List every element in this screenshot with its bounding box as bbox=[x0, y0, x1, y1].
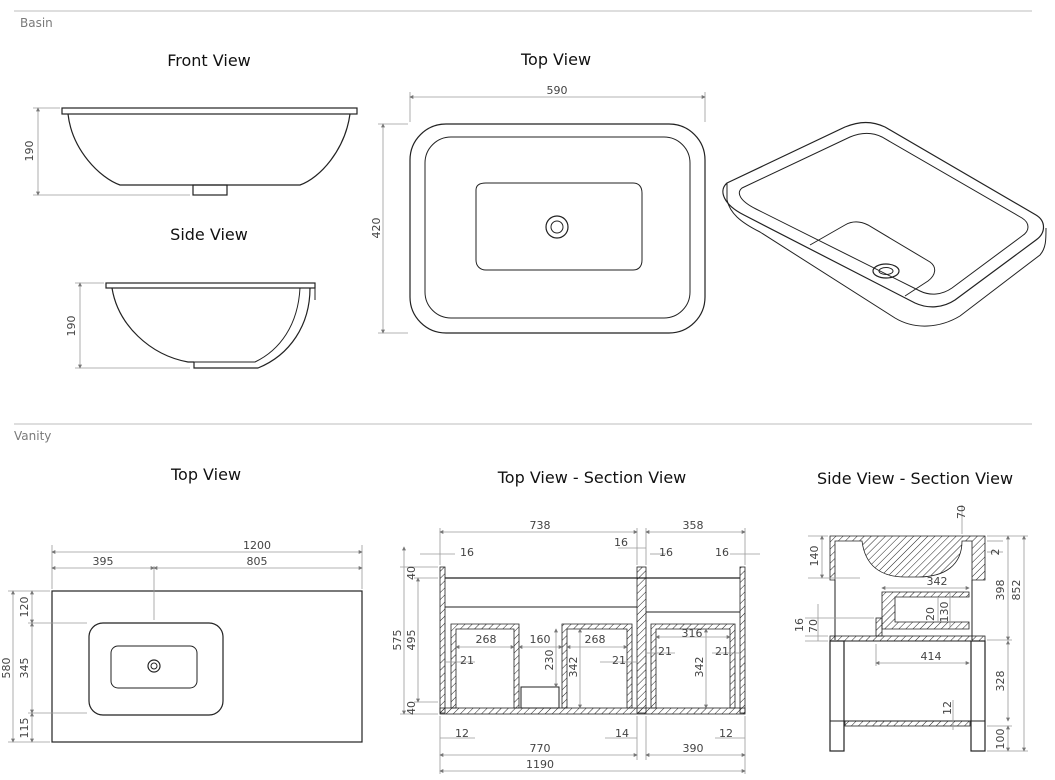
top-section-view-title: Top View - Section View bbox=[497, 468, 687, 487]
dim-side-398: 398 bbox=[994, 580, 1007, 601]
dim-12-a: 12 bbox=[455, 727, 469, 740]
dim-side-100: 100 bbox=[994, 729, 1007, 750]
vanity-side-section-view: Side View - Section View 70 140 2 398 85… bbox=[793, 469, 1028, 752]
dim-vanity-left: 395 bbox=[93, 555, 114, 568]
dim-vanity-d2: 345 bbox=[18, 658, 31, 679]
dim-side-12: 12 bbox=[941, 701, 954, 715]
dim-side-20: 20 bbox=[924, 607, 937, 621]
basin-side-view: Side View 190 bbox=[65, 225, 316, 369]
dim-side-2: 2 bbox=[989, 549, 1002, 556]
basin-top-view: Top View 590 420 bbox=[370, 50, 706, 334]
side-view-title: Side View bbox=[170, 225, 248, 244]
dim-top-height: 420 bbox=[370, 218, 383, 239]
dim-front-height: 190 bbox=[23, 141, 36, 162]
side-section-view-title: Side View - Section View bbox=[817, 469, 1013, 488]
dim-575: 575 bbox=[391, 630, 404, 651]
dim-21-d: 21 bbox=[715, 645, 729, 658]
dim-316: 316 bbox=[682, 627, 703, 640]
dim-1190: 1190 bbox=[526, 758, 554, 771]
dim-side-height: 190 bbox=[65, 316, 78, 337]
section-label-vanity: Vanity bbox=[14, 429, 51, 443]
dim-side-70-b: 70 bbox=[807, 619, 820, 633]
front-view-title: Front View bbox=[167, 51, 251, 70]
dim-vanity-width: 1200 bbox=[243, 539, 271, 552]
basin-isometric-view bbox=[722, 121, 1047, 327]
dim-16-b: 16 bbox=[614, 536, 628, 549]
dim-21-a: 21 bbox=[460, 654, 474, 667]
dim-268-a: 268 bbox=[476, 633, 497, 646]
dim-side-414: 414 bbox=[921, 650, 942, 663]
section-label-basin: Basin bbox=[20, 16, 53, 30]
dim-side-342: 342 bbox=[927, 575, 948, 588]
dim-vanity-right: 805 bbox=[247, 555, 268, 568]
top-view-title: Top View bbox=[520, 50, 591, 69]
dim-14: 14 bbox=[615, 727, 629, 740]
dim-top-width: 590 bbox=[547, 84, 568, 97]
dim-side-130: 130 bbox=[938, 602, 951, 623]
dim-side-16: 16 bbox=[793, 618, 806, 632]
dim-358: 358 bbox=[683, 519, 704, 532]
dim-vanity-d3: 115 bbox=[18, 718, 31, 739]
dim-side-328: 328 bbox=[994, 671, 1007, 692]
dim-21-c: 21 bbox=[658, 645, 672, 658]
dim-side-140: 140 bbox=[808, 546, 821, 567]
dim-738: 738 bbox=[530, 519, 551, 532]
dim-268-b: 268 bbox=[585, 633, 606, 646]
dim-40-a: 40 bbox=[405, 566, 418, 580]
dim-side-852: 852 bbox=[1010, 580, 1023, 601]
dim-12-b: 12 bbox=[719, 727, 733, 740]
dim-16-d: 16 bbox=[715, 546, 729, 559]
vanity-top-view-title: Top View bbox=[170, 465, 241, 484]
dim-342-a: 342 bbox=[567, 657, 580, 678]
dim-40-b: 40 bbox=[405, 701, 418, 715]
dim-770: 770 bbox=[530, 742, 551, 755]
dim-230: 230 bbox=[543, 650, 556, 671]
dim-vanity-depth: 580 bbox=[0, 658, 13, 679]
basin-front-view: Front View 190 bbox=[23, 51, 358, 196]
dim-390: 390 bbox=[683, 742, 704, 755]
dim-160: 160 bbox=[530, 633, 551, 646]
vanity-top-section-view: Top View - Section View 738 358 16 16 16… bbox=[391, 468, 760, 774]
dim-342-b: 342 bbox=[693, 657, 706, 678]
dim-vanity-d1: 120 bbox=[18, 597, 31, 618]
vanity-top-view: Top View 1200 395 805 580 120 345 115 bbox=[0, 465, 363, 743]
dim-side-70-a: 70 bbox=[955, 505, 968, 519]
dim-21-b: 21 bbox=[612, 654, 626, 667]
dim-495: 495 bbox=[405, 630, 418, 651]
dim-16-c: 16 bbox=[659, 546, 673, 559]
dim-16-a: 16 bbox=[460, 546, 474, 559]
